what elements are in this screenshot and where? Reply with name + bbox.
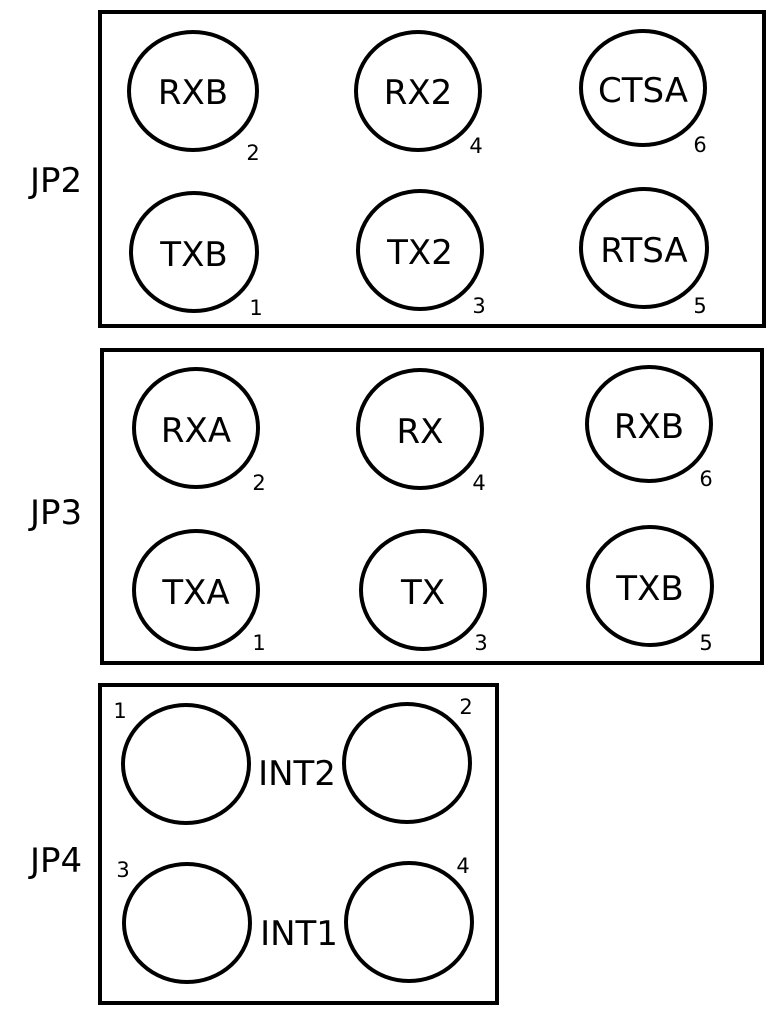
header-label: JP4 <box>28 841 82 881</box>
pin-signal: TXB <box>615 569 683 609</box>
header-jp2: JP2 RXB 2 RX2 4 CTSA 6 TXB 1 TX2 3 <box>28 10 766 328</box>
header-outline <box>100 348 764 665</box>
pin-number: 2 <box>252 471 265 495</box>
pin-number: 6 <box>699 467 712 491</box>
header-label: JP3 <box>28 493 82 533</box>
pin-jp2-5: RTSA 5 <box>579 187 709 318</box>
pin-jp2-2: RXB 2 <box>127 30 260 165</box>
pin-number: 4 <box>456 854 469 878</box>
pin-jp4-3: 3 <box>116 858 252 984</box>
pin-number: 3 <box>474 631 487 655</box>
pin-signal: CTSA <box>598 71 688 111</box>
pin-circle <box>579 187 709 309</box>
pin-jp2-4: RX2 4 <box>354 30 483 158</box>
pin-jp3-6: RXB 6 <box>585 365 713 491</box>
pin-circle <box>354 30 482 152</box>
pin-jp4-1: 1 <box>113 699 251 825</box>
pin-circle <box>122 862 252 984</box>
pin-signal: TXB <box>159 235 227 275</box>
pin-circle <box>356 368 484 490</box>
pin-signal: TX2 <box>386 233 453 273</box>
pin-jp2-6: CTSA 6 <box>579 29 707 157</box>
pin-number: 5 <box>693 294 706 318</box>
pin-signal: RXB <box>158 73 228 113</box>
pin-jp2-3: TX2 3 <box>356 189 486 318</box>
pin-circle <box>129 191 259 313</box>
pin-signal: TXA <box>161 573 229 613</box>
pin-circle <box>344 861 474 983</box>
pin-signal: RTSA <box>600 231 687 271</box>
pin-jp3-1: TXA 1 <box>132 529 266 655</box>
pin-jp4-2: 2 <box>342 695 473 824</box>
pin-circle <box>132 529 260 651</box>
jumper-label-int2: INT2 <box>258 754 336 794</box>
pin-circle <box>359 529 487 651</box>
pin-number: 2 <box>246 141 259 165</box>
pin-signal: TX <box>400 573 445 613</box>
pin-number: 3 <box>116 858 129 882</box>
pin-jp4-4: 4 <box>344 854 474 983</box>
pin-signal: RX <box>397 412 444 452</box>
pin-jp3-2: RXA 2 <box>132 367 266 495</box>
pin-jp3-3: TX 3 <box>359 529 488 655</box>
pin-number: 1 <box>252 631 265 655</box>
pin-signal: RXB <box>614 407 684 447</box>
pin-number: 4 <box>472 471 485 495</box>
header-outline <box>98 683 499 1005</box>
pin-number: 1 <box>249 296 262 320</box>
pin-number: 6 <box>693 133 706 157</box>
pin-signal: RXA <box>161 411 231 451</box>
pin-number: 3 <box>472 294 485 318</box>
header-label: JP2 <box>28 161 82 201</box>
pin-circle <box>132 367 260 489</box>
header-jp4: JP4 1 2 3 4 INT2 INT1 <box>28 683 499 1005</box>
pin-number: 1 <box>113 699 126 723</box>
pin-circle <box>127 30 259 152</box>
pin-circle <box>579 29 707 147</box>
header-outline <box>98 10 766 328</box>
pin-jp2-1: TXB 1 <box>129 191 263 320</box>
pin-signal: RX2 <box>384 73 453 113</box>
header-jp3: JP3 RXA 2 RX 4 RXB 6 TXA 1 TX 3 <box>28 348 764 665</box>
jumper-label-int1: INT1 <box>260 914 338 954</box>
pin-circle <box>356 189 484 311</box>
pin-circle <box>586 525 714 647</box>
pin-number: 2 <box>459 695 472 719</box>
pin-circle <box>585 365 713 483</box>
pin-jp3-4: RX 4 <box>356 368 486 495</box>
pin-circle <box>121 703 251 825</box>
pin-jp3-5: TXB 5 <box>586 525 714 655</box>
pin-number: 4 <box>469 134 482 158</box>
pin-circle <box>342 702 472 824</box>
pin-number: 5 <box>699 631 712 655</box>
